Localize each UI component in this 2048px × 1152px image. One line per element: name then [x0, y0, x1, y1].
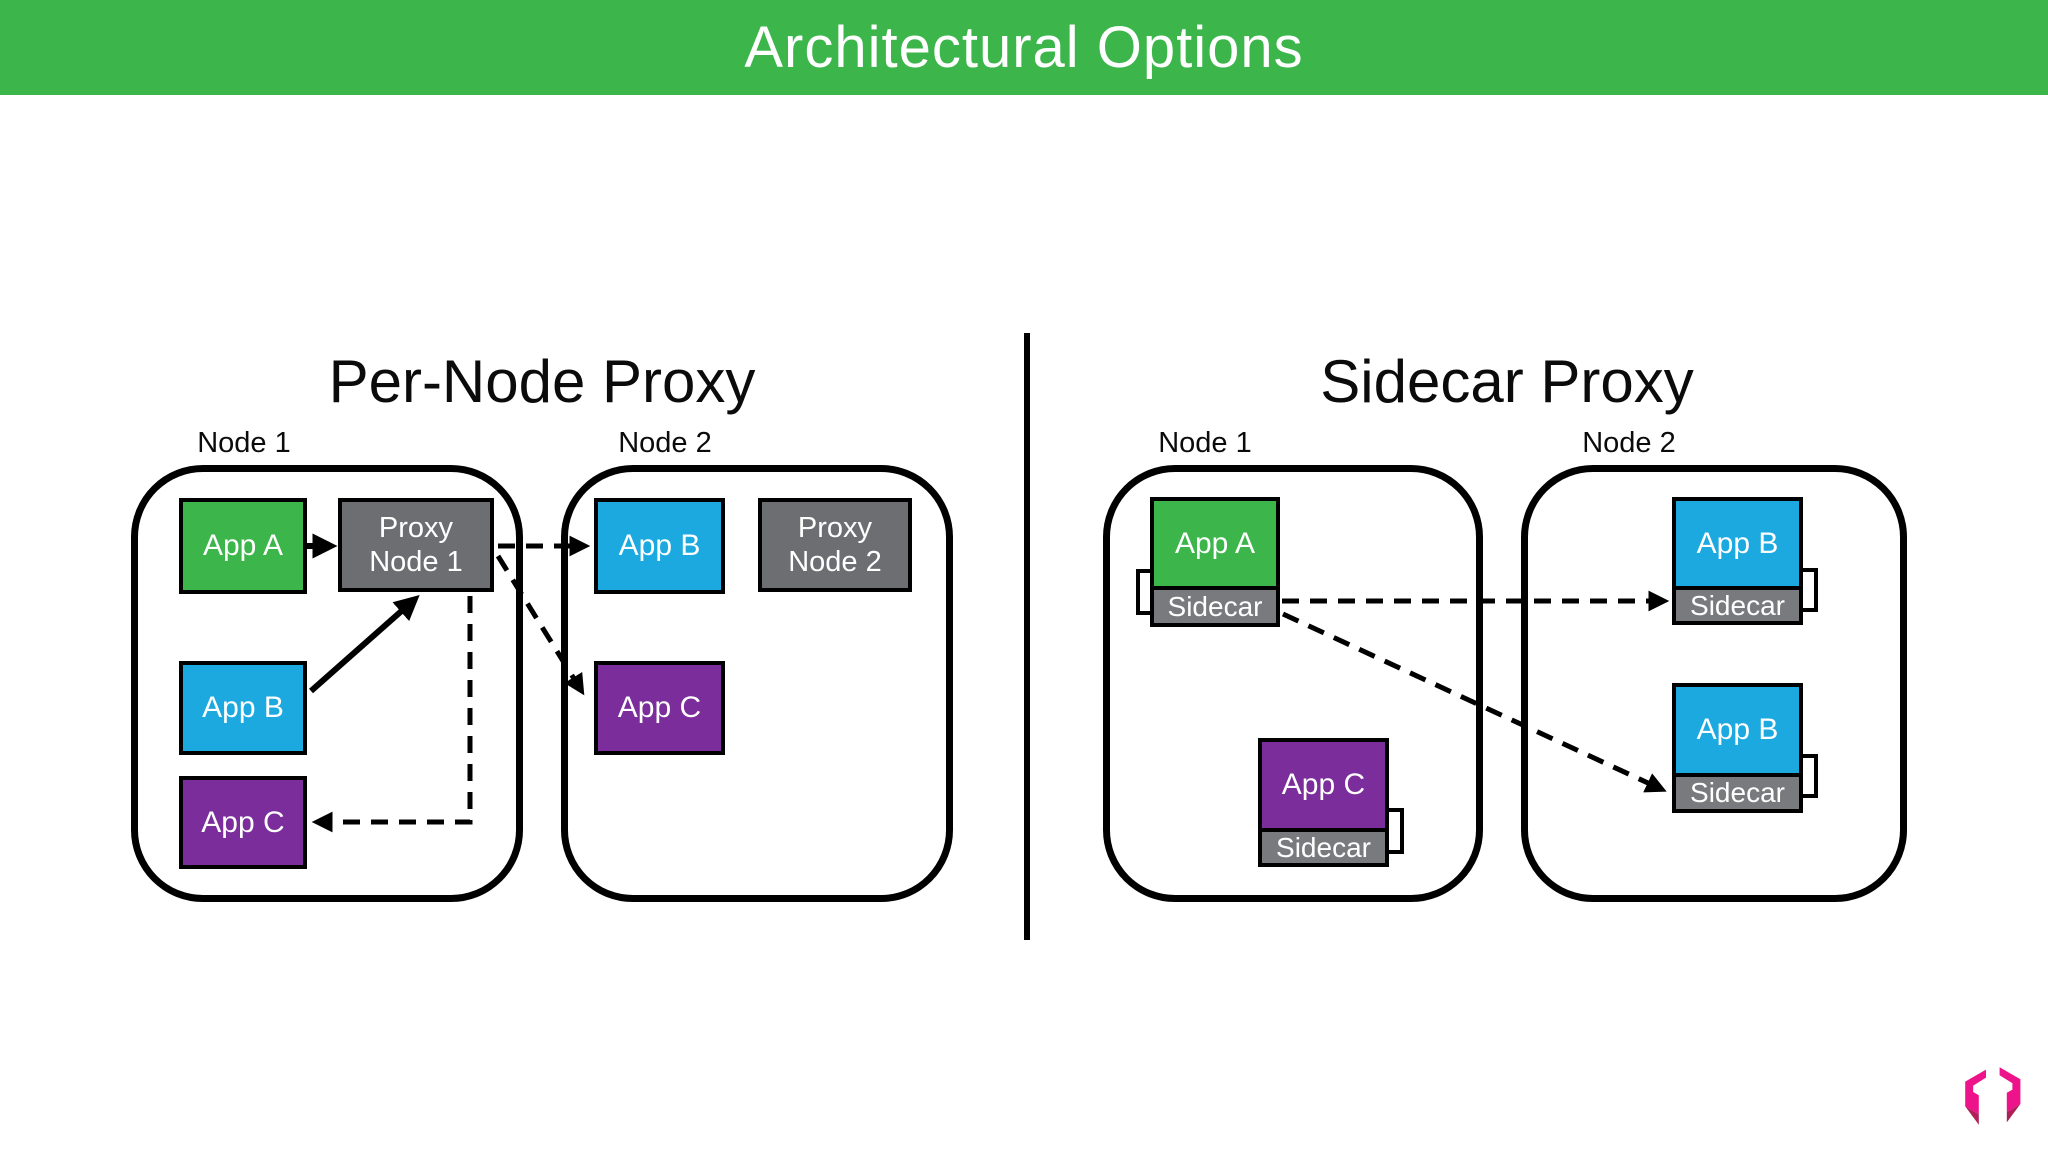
sidecar-node1-label: Node 1: [1158, 427, 1252, 459]
pernode-n1-proxy-line1: Proxy: [378, 511, 454, 544]
sidecar-n1-app-a-box: App A: [1150, 497, 1280, 590]
pernode-n1-app-a-label: App A: [202, 529, 284, 562]
pernode-n1-app-c-box: App C: [179, 776, 307, 869]
pernode-n1-proxy-box: Proxy Node 1: [338, 498, 494, 592]
sidecar-n1-app-c-box: App C: [1258, 738, 1389, 832]
pernode-n2-app-c-label: App C: [617, 691, 702, 724]
sidecar-n1-app-c-sidecar-label: Sidecar: [1276, 831, 1371, 863]
sidecar-n2-app-b-bottom-sidecar-label: Sidecar: [1690, 777, 1785, 808]
header-bar: Architectural Options: [0, 0, 2048, 95]
sidecar-n2-app-b-bottom-box: App B: [1672, 683, 1803, 777]
pernode-n1-proxy-line2: Node 1: [369, 546, 463, 578]
sidecar-n1-app-a-sidecar: Sidecar: [1150, 586, 1280, 627]
sidecar-proxy-title: Sidecar Proxy: [1320, 348, 1694, 415]
section-divider: [1024, 333, 1030, 940]
pernode-n2-app-b-label: App B: [618, 529, 701, 562]
sidecar-n1-app-a-sidecar-label: Sidecar: [1167, 590, 1263, 622]
pernode-n1-app-b-label: App B: [202, 691, 284, 724]
pernode-n1-app-c-label: App C: [201, 805, 285, 839]
per-node-proxy-title: Per-Node Proxy: [328, 348, 756, 415]
slide-title: Architectural Options: [744, 15, 1304, 80]
sidecar-n2-app-b-bottom-sidecar: Sidecar: [1672, 773, 1803, 813]
pernode-node2-label: Node 2: [618, 427, 712, 459]
pernode-n1-app-a-box: App A: [179, 498, 307, 594]
sidecar-n1-app-c-sidecar: Sidecar: [1258, 828, 1389, 867]
pernode-node1-label: Node 1: [197, 427, 291, 459]
sidecar-n2-app-b-bottom-label: App B: [1696, 713, 1779, 746]
pernode-n2-proxy-line1: Proxy: [797, 511, 873, 544]
sidecar-n2-app-b-top-sidecar: Sidecar: [1672, 586, 1803, 625]
pernode-n1-app-b-box: App B: [179, 661, 307, 755]
sidecar-node2-label: Node 2: [1582, 427, 1676, 459]
heptio-logo-icon: [1965, 1067, 2021, 1125]
sidecar-n2-app-b-top-label: App B: [1696, 526, 1779, 560]
sidecar-n2-app-b-top-sidecar-label: Sidecar: [1690, 589, 1785, 621]
sidecar-n1-app-a-label: App A: [1174, 526, 1256, 560]
sidecar-n1-app-c-label: App C: [1281, 768, 1366, 801]
sidecar-n2-app-b-top-box: App B: [1672, 497, 1803, 590]
pernode-n2-app-b-box: App B: [594, 498, 725, 594]
pernode-n2-app-c-box: App C: [594, 661, 725, 755]
pernode-n2-proxy-line2: Node 2: [788, 546, 882, 578]
pernode-n2-proxy-box: Proxy Node 2: [758, 498, 912, 592]
